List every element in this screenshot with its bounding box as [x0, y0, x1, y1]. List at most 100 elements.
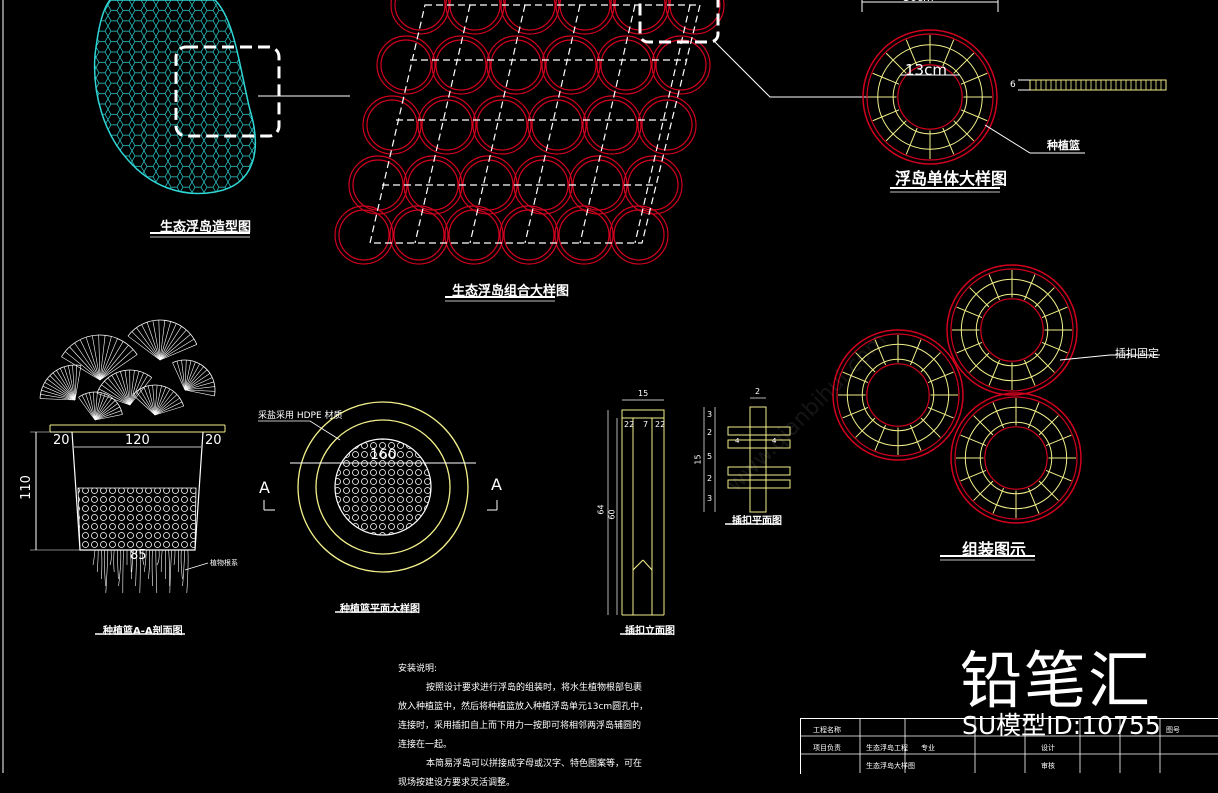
- tb-c3: 专业: [921, 743, 935, 753]
- notes-line3: 连接时，采用插扣自上而下用力一按即可将相邻两浮岛辅圆的: [398, 717, 698, 736]
- ring-spoke: [1039, 416, 1058, 435]
- leaf-vein: [70, 347, 100, 380]
- ring-hole: [985, 427, 1047, 489]
- ring-spoke: [1046, 470, 1071, 481]
- ring-spoke: [910, 340, 921, 365]
- combo-ring-inner: [422, 100, 472, 150]
- ring-spoke: [957, 307, 982, 318]
- label-diameter-13: 13cm: [905, 61, 947, 79]
- ring-spoke: [989, 275, 1000, 300]
- tb-c5: 生态浮岛大样图: [866, 761, 915, 771]
- dim-plan-d2: 2: [707, 428, 712, 437]
- root: [97, 550, 98, 572]
- leaf-vein: [136, 328, 160, 360]
- label-planting-basket: 种植篮: [1047, 137, 1080, 153]
- ring-spoke: [1039, 481, 1058, 500]
- ring-spoke: [961, 110, 987, 121]
- leaf-vein: [160, 334, 191, 360]
- notes-line5: 本简易浮岛可以拼接成字母或汉字、特色图案等，可在: [398, 755, 698, 774]
- leaf-vein: [185, 364, 200, 390]
- leaf-vein: [104, 381, 130, 405]
- dim-top-span: 30cm: [903, 0, 934, 4]
- leaf-vein: [120, 371, 130, 405]
- root: [119, 550, 121, 586]
- ring-spoke: [974, 416, 993, 435]
- combo-ring-inner: [381, 40, 431, 90]
- label-material: 采盐采用 HDPE 材质: [258, 408, 343, 421]
- leaf-vein: [82, 395, 95, 420]
- basket-section: [30, 320, 225, 593]
- combo-ring-inner: [559, 210, 609, 260]
- title-basket-section: 种植篮A-A剖面图: [103, 622, 183, 637]
- dim-plan-d3: 5: [707, 452, 712, 461]
- tb-c7: 审核: [1041, 761, 1055, 771]
- root: [170, 550, 172, 593]
- leaf-vein: [185, 367, 204, 390]
- root: [178, 550, 179, 572]
- title-buckle-plan: 插扣平面图: [732, 512, 782, 527]
- title-eco-island-combo: 生态浮岛组合大样图: [452, 280, 569, 299]
- combo-ring-inner: [642, 100, 692, 150]
- dim-elev-a: 22: [624, 420, 634, 429]
- ring-spoke: [957, 342, 982, 353]
- ring-spoke: [875, 425, 886, 450]
- notes-line4: 连接在一起。: [398, 736, 698, 755]
- ring-spoke: [1035, 288, 1054, 307]
- ring-spoke: [961, 470, 986, 481]
- combo-ring-inner: [436, 40, 486, 90]
- leaf-vein: [140, 389, 155, 415]
- root: [123, 550, 124, 593]
- dim-plan-d5: 3: [707, 494, 712, 503]
- assembly-rings: [833, 265, 1081, 523]
- ring-spoke: [921, 418, 940, 437]
- ring-hole: [867, 364, 929, 426]
- combo-ring-inner: [477, 100, 527, 150]
- root: [110, 550, 111, 565]
- ring-spoke: [970, 353, 989, 372]
- ring-spoke: [989, 360, 1000, 385]
- ring-spoke: [1028, 488, 1039, 513]
- ring-spoke: [970, 288, 989, 307]
- basket-plan: [258, 402, 497, 572]
- combo-ring-outer: [610, 206, 668, 264]
- combo-ring-outer: [335, 206, 393, 264]
- ring-spoke: [886, 53, 906, 73]
- unit-side-strip: [1018, 80, 1166, 90]
- dim-plan-d1: 3: [707, 410, 712, 419]
- tb-c4: 项目负责: [813, 743, 841, 753]
- root: [181, 550, 182, 579]
- ring-spoke: [993, 488, 1004, 513]
- dim-elev-c: 22: [655, 420, 665, 429]
- combo-ring-outer: [377, 36, 435, 94]
- dim-pot-top-width: 120: [125, 433, 150, 448]
- ring-spoke: [873, 110, 899, 121]
- ring-spoke: [928, 372, 953, 383]
- combo-ring-outer: [597, 36, 655, 94]
- combo-ring-outer: [542, 36, 600, 94]
- root: [148, 550, 149, 579]
- dim-side-thickness: 6: [1010, 80, 1016, 90]
- notes-heading: 安装说明:: [398, 660, 698, 679]
- ring-spoke: [928, 407, 953, 418]
- install-notes: 安装说明: 按照设计要求进行浮岛的组装时，将水生植物根部包裹 放入种植篮中，然后…: [398, 660, 698, 793]
- leaf-vein: [130, 371, 139, 405]
- combo-ring-inner: [339, 210, 389, 260]
- combo-ring-inner: [504, 210, 554, 260]
- dim-pot-rim-right: 20: [205, 433, 222, 448]
- dim-elev-height-inner: 60: [608, 509, 617, 519]
- combo-ring-inner: [449, 210, 499, 260]
- ring-spoke: [974, 481, 993, 500]
- label-section-a-left: A: [259, 478, 270, 497]
- leaf-vein: [160, 344, 197, 360]
- dim-pot-bottom: 85: [130, 548, 147, 563]
- root: [93, 550, 95, 565]
- dim-elev-b: 7: [643, 420, 648, 429]
- eco-island-shape: [95, 0, 350, 193]
- root: [156, 550, 157, 593]
- watermark-model-id: SU模型ID:10755: [962, 706, 1161, 742]
- notes-line6: 现场按建设方要求灵活调整。: [398, 774, 698, 793]
- notes-line1: 按照设计要求进行浮岛的组装时，将水生植物根部包裹: [398, 679, 698, 698]
- combo-ring-outer: [500, 206, 558, 264]
- leaf-vein: [142, 325, 160, 360]
- ring-spoke: [910, 425, 921, 450]
